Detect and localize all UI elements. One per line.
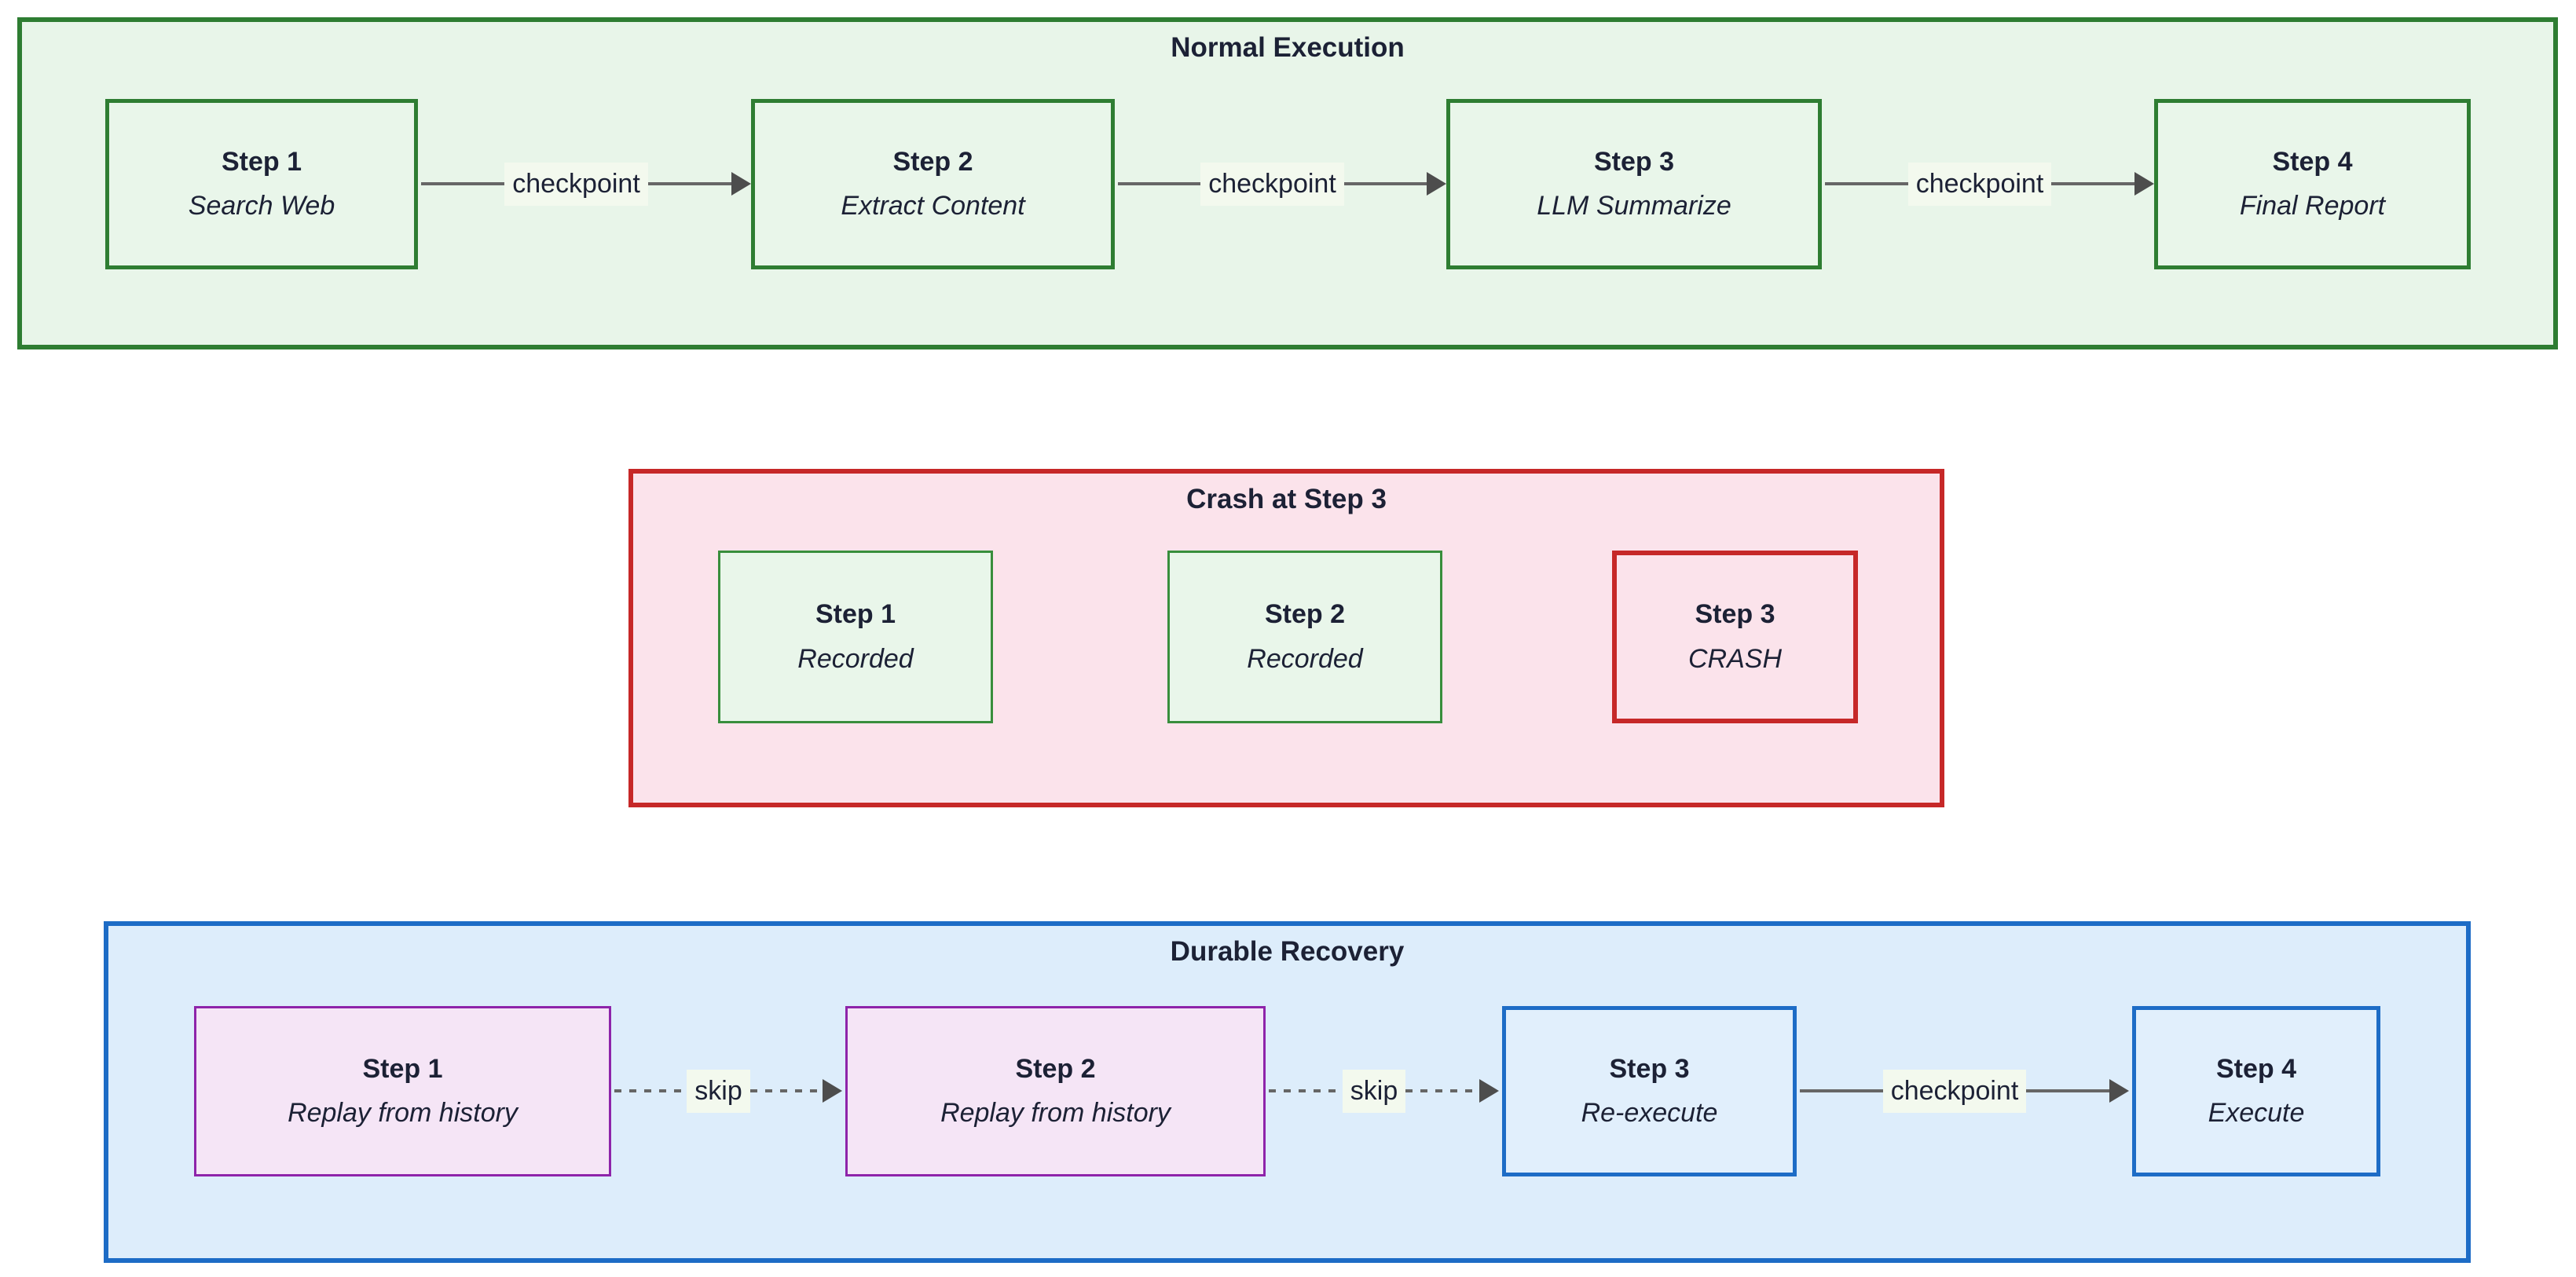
edge-line: [1343, 182, 1427, 185]
node-subtitle: LLM Summarize: [1537, 191, 1731, 221]
edge-recovery-2-3: skip: [1269, 1067, 1499, 1114]
node-crash-step-3: Step 3 CRASH: [1612, 551, 1858, 723]
node-title: Step 4: [2215, 1053, 2297, 1084]
arrowhead-icon: [1427, 172, 1447, 196]
node-subtitle: Recorded: [797, 643, 914, 674]
edge-recovery-1-2: skip: [614, 1067, 842, 1114]
node-subtitle: Extract Content: [841, 191, 1025, 221]
node-subtitle: Execute: [2208, 1098, 2305, 1128]
section-title: Durable Recovery: [1170, 936, 1405, 967]
node-title: Step 2: [892, 146, 973, 177]
node-title: Step 3: [1593, 146, 1675, 177]
node-title: Step 2: [1015, 1053, 1096, 1084]
edge-label: checkpoint: [1882, 1069, 2027, 1113]
node-subtitle: Search Web: [188, 191, 335, 221]
arrowhead-icon: [2109, 1079, 2130, 1103]
edge-label: skip: [687, 1069, 750, 1113]
node-recovery-step-1: Step 1 Replay from history: [194, 1006, 611, 1176]
node-title: Step 1: [815, 599, 896, 630]
edge-line: [2026, 1089, 2110, 1092]
node-title: Step 3: [1695, 599, 1775, 630]
edge-line: [2051, 182, 2135, 185]
section-title: Crash at Step 3: [1186, 484, 1387, 514]
arrowhead-icon: [823, 1079, 842, 1103]
node-normal-step-2: Step 2 Extract Content: [751, 99, 1115, 269]
node-recovery-step-3: Step 3 Re-execute: [1502, 1006, 1797, 1176]
edge-line: [421, 182, 505, 185]
section-title: Normal Execution: [1171, 32, 1405, 63]
edge-line-dashed: [614, 1089, 687, 1092]
node-normal-step-1: Step 1 Search Web: [105, 99, 418, 269]
node-subtitle: Recorded: [1247, 643, 1363, 674]
node-subtitle: Replay from history: [940, 1098, 1171, 1128]
node-subtitle: Re-execute: [1581, 1098, 1718, 1128]
node-title: Step 4: [2272, 146, 2353, 177]
node-normal-step-4: Step 4 Final Report: [2154, 99, 2471, 269]
edge-recovery-3-4: checkpoint: [1800, 1067, 2130, 1114]
edge-line: [1800, 1089, 1883, 1092]
node-recovery-step-4: Step 4 Execute: [2132, 1006, 2380, 1176]
edge-normal-3-4: checkpoint: [1825, 160, 2155, 207]
node-title: Step 1: [362, 1053, 443, 1084]
edge-normal-1-2: checkpoint: [421, 160, 752, 207]
node-title: Step 2: [1264, 599, 1346, 630]
edge-line-dashed: [1405, 1089, 1479, 1092]
edge-label: checkpoint: [1907, 162, 2052, 206]
edge-label: skip: [1342, 1069, 1406, 1113]
node-subtitle: Final Report: [2239, 191, 2386, 221]
edge-label: checkpoint: [1200, 162, 1344, 206]
arrowhead-icon: [2134, 172, 2155, 196]
node-subtitle: Replay from history: [288, 1098, 518, 1128]
edge-line: [647, 182, 732, 185]
edge-line: [1118, 182, 1201, 185]
edge-line-dashed: [749, 1089, 823, 1092]
node-title: Step 3: [1609, 1053, 1690, 1084]
node-subtitle: CRASH: [1687, 643, 1783, 674]
arrowhead-icon: [1479, 1079, 1499, 1103]
node-normal-step-3: Step 3 LLM Summarize: [1446, 99, 1822, 269]
edge-normal-2-3: checkpoint: [1118, 160, 1447, 207]
node-title: Step 1: [221, 146, 302, 177]
node-crash-step-2: Step 2 Recorded: [1167, 551, 1442, 723]
edge-line-dashed: [1269, 1089, 1343, 1092]
node-crash-step-1: Step 1 Recorded: [718, 551, 993, 723]
arrowhead-icon: [731, 172, 752, 196]
edge-label: checkpoint: [504, 162, 648, 206]
edge-line: [1825, 182, 1908, 185]
node-recovery-step-2: Step 2 Replay from history: [845, 1006, 1266, 1176]
